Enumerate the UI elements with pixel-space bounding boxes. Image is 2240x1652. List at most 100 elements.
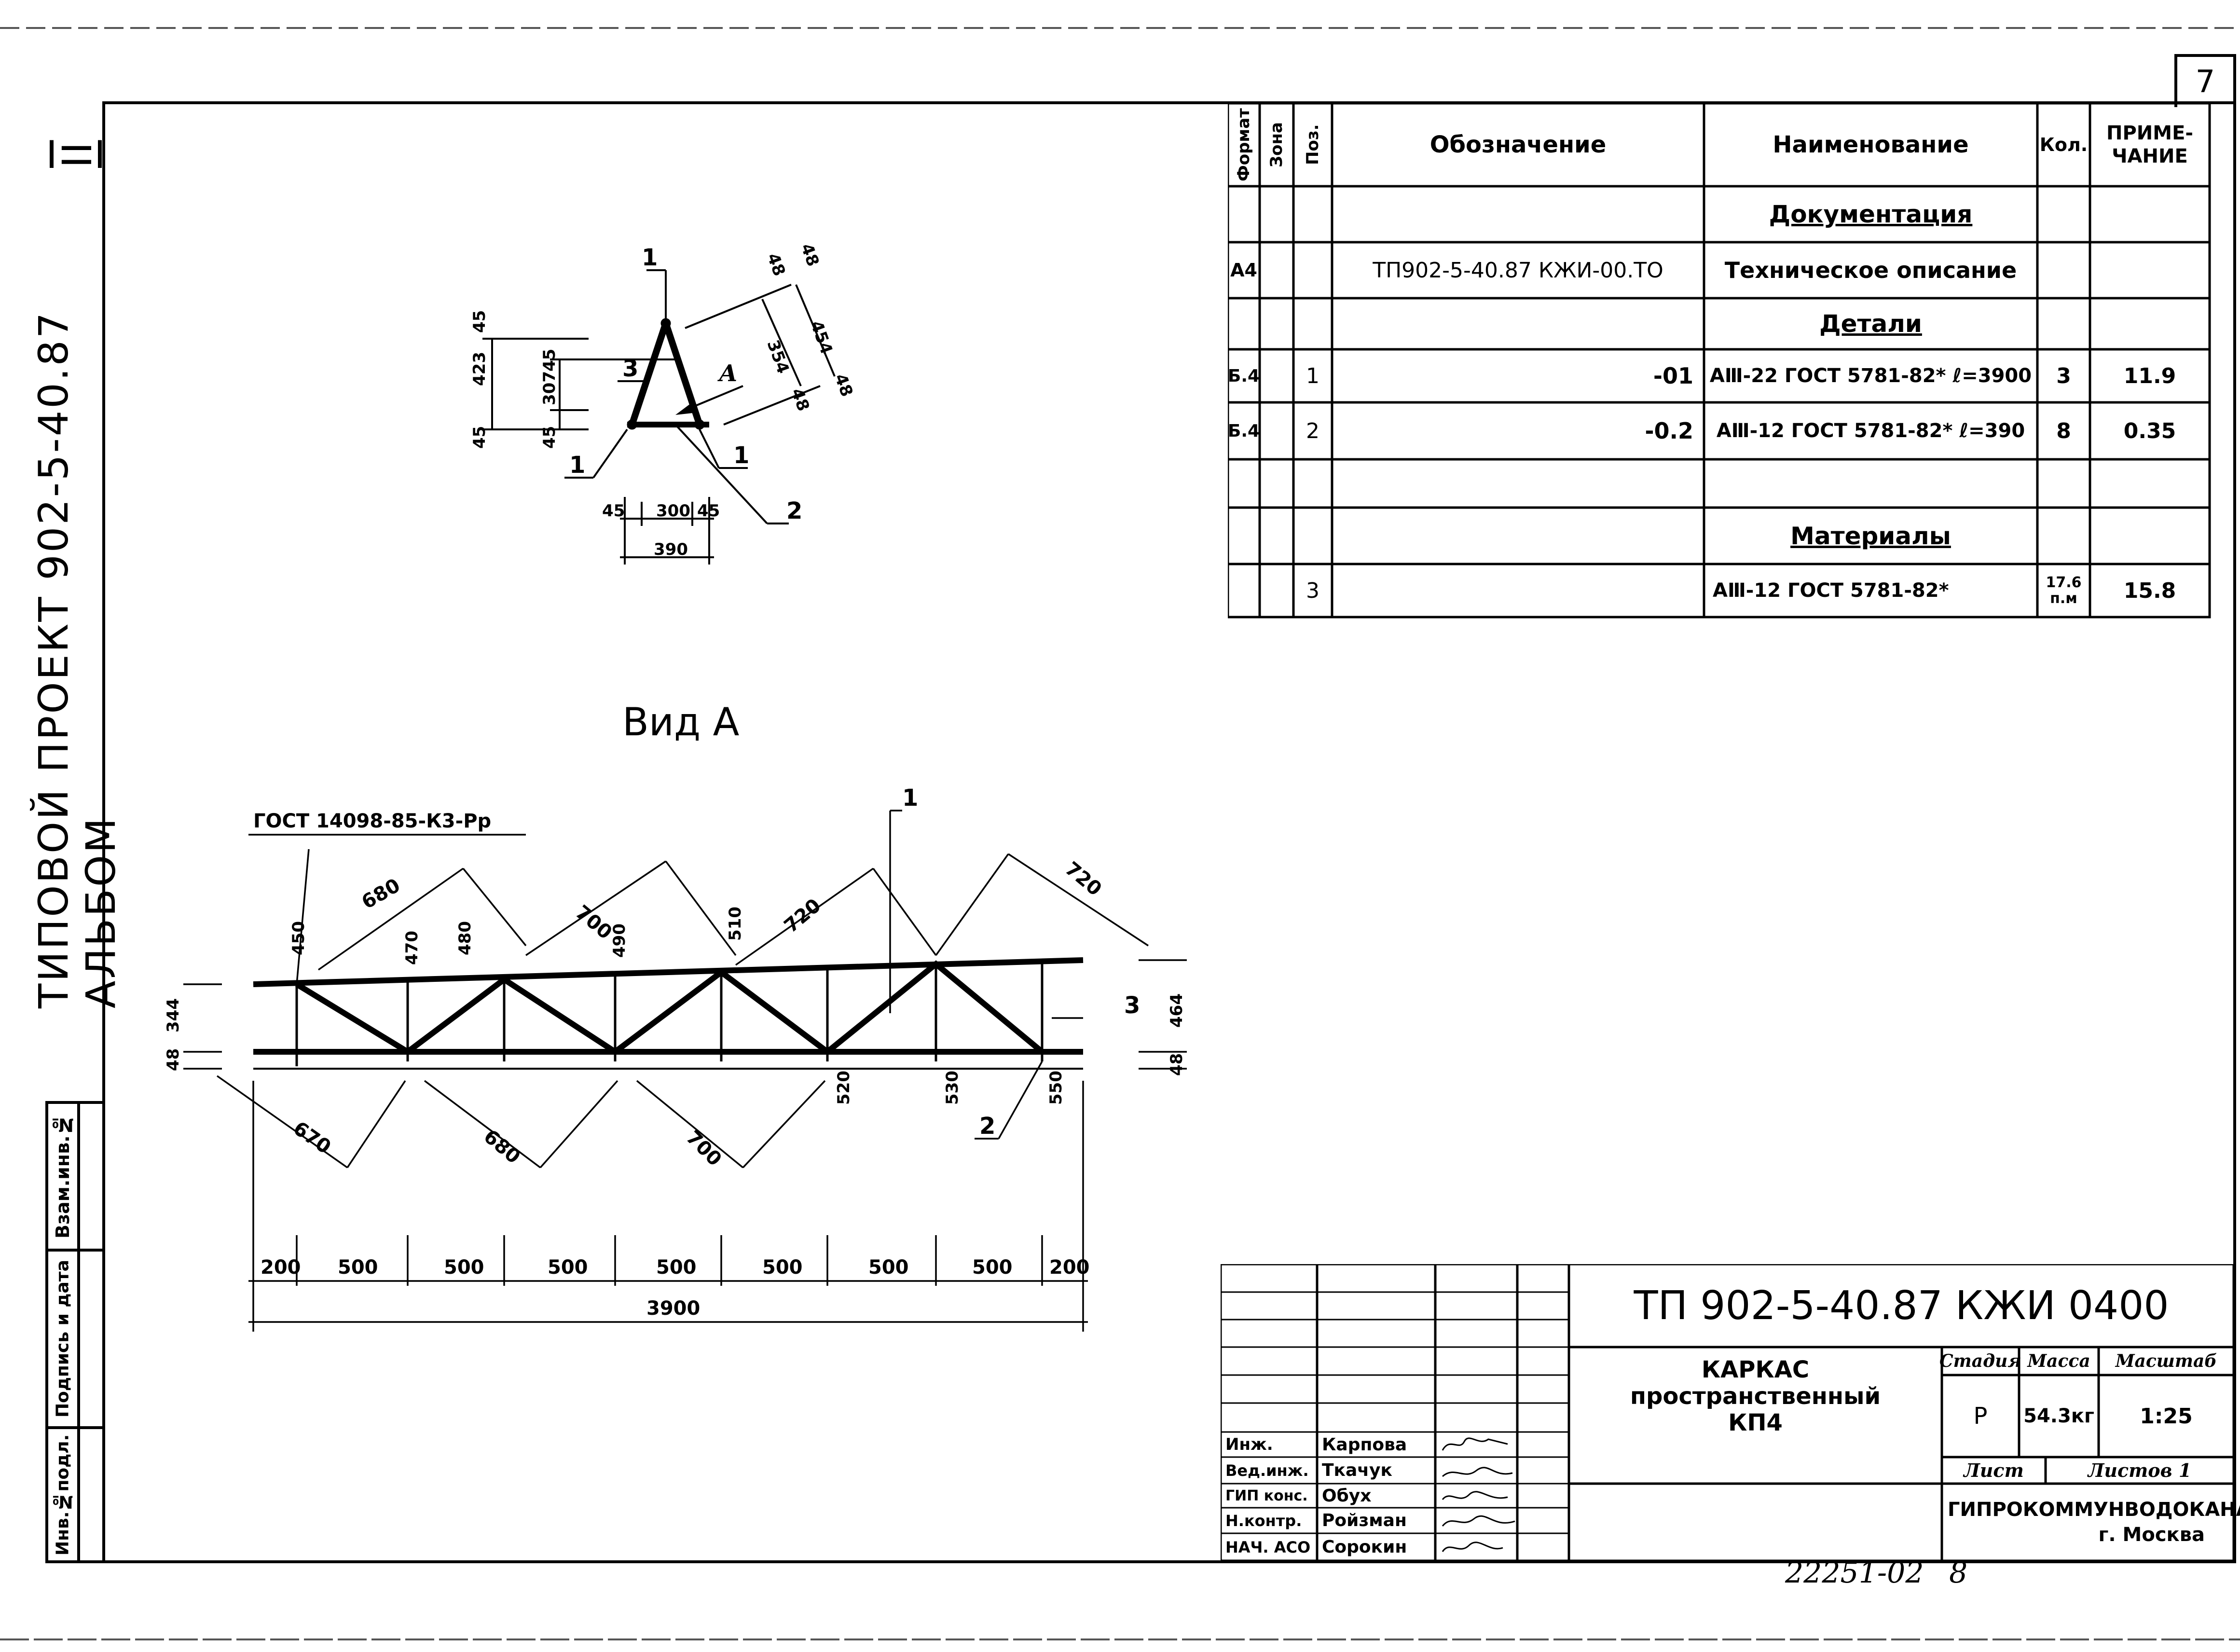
left-dim-344: 344	[164, 998, 183, 1032]
spacing-500: 500	[762, 1256, 803, 1279]
row-format: Б.4	[1227, 421, 1260, 441]
object-name: КАРКАС пространственный КП4	[1569, 1347, 1942, 1484]
header-zone: Зона	[1267, 122, 1286, 167]
signatures	[1442, 1437, 1515, 1552]
stamp-inv-no: Инв.№подл.	[53, 1434, 73, 1556]
object-line-2: пространственный	[1630, 1383, 1881, 1410]
post-480: 480	[455, 921, 475, 955]
pos-1-left: 1	[569, 452, 585, 479]
view-title: Вид А	[622, 700, 740, 744]
diag-bottom-3: 700	[682, 1127, 726, 1171]
pos-3: 3	[622, 355, 638, 382]
spacing-500: 500	[548, 1256, 588, 1279]
row-note: 0.35	[2123, 418, 2176, 443]
footer-page: 8	[1949, 1556, 1968, 1590]
overall-length: 3900	[646, 1297, 700, 1320]
row-qty: 8	[2056, 418, 2071, 443]
role: Инж.	[1225, 1435, 1273, 1454]
cross-section-drawing: 45 423 45 307 45 45 48 48 354 454 48 48 …	[470, 241, 856, 564]
sheets-label: Листов 1	[2088, 1459, 2192, 1481]
elevation-drawing: ГОСТ 14098-85-К3-Рр 680 700 720 720 670 …	[164, 785, 1187, 1332]
dim-45: 45	[540, 349, 559, 372]
scale-value: 1:25	[2140, 1404, 2193, 1429]
person-name: Карпова	[1322, 1434, 1407, 1455]
diag-top-4: 720	[1061, 857, 1106, 900]
role: Вед.инж.	[1225, 1461, 1309, 1480]
section-materials: Материалы	[1790, 522, 1951, 550]
post-530: 530	[943, 1071, 962, 1105]
pos-2: 2	[786, 497, 802, 524]
row-name: АⅢ-22 ГОСТ 5781-82* ℓ=3900	[1709, 365, 2032, 387]
row-designation: -0.2	[1645, 418, 1693, 444]
post-470: 470	[402, 931, 422, 965]
object-line-1: КАРКАС	[1701, 1356, 1810, 1383]
stamp-replace-inv: Взам.инв.№	[52, 1114, 73, 1239]
row-note: 11.9	[2123, 363, 2176, 388]
title-block: ТП 902-5-40.87 КЖИ 0400 КАРКАС пространс…	[1221, 1264, 2240, 1563]
left-dim-48: 48	[164, 1048, 183, 1071]
row-pos: 3	[1306, 578, 1319, 603]
album-number: II	[54, 140, 101, 168]
drawing-code: ТП 902-5-40.87 КЖИ 0400	[1634, 1282, 2169, 1329]
dim-45-top: 45	[470, 310, 489, 333]
drawing-frame	[102, 101, 2236, 1563]
spacing-200-right: 200	[1049, 1256, 1090, 1279]
spacing-200-left: 200	[261, 1256, 301, 1279]
post-520: 520	[834, 1071, 853, 1105]
row-qty: 17.6 п.м	[2046, 574, 2082, 607]
row-name: АⅢ-12 ГОСТ 5781-82* ℓ=390	[1716, 420, 2025, 442]
header-pos: Поз.	[1303, 124, 1322, 165]
org-name: ГИПРОКОММУНВОДОКАНАЛ	[1948, 1499, 2240, 1521]
org-city: г. Москва	[2098, 1524, 2205, 1546]
scale-label: Масштаб	[2115, 1351, 2217, 1371]
person-name: Обух	[1322, 1486, 1372, 1506]
post-490: 490	[610, 923, 629, 958]
role: НАЧ. АСО	[1225, 1538, 1311, 1556]
person-name: Сорокин	[1322, 1537, 1407, 1557]
weld-note: ГОСТ 14098-85-К3-Рр	[253, 810, 491, 832]
view-a-mark: А	[717, 360, 738, 387]
dim-45-inner: 45	[540, 426, 559, 449]
row-designation: -01	[1653, 363, 1693, 389]
sheet-label: Лист	[1964, 1459, 2024, 1481]
dim-390: 390	[654, 540, 688, 559]
diag-top-3: 720	[780, 895, 825, 937]
header-qty: Кол.	[2039, 134, 2088, 155]
sheet-number: 7	[2195, 64, 2215, 100]
person-name: Ройзман	[1322, 1511, 1407, 1530]
elev-pos-1: 1	[902, 785, 918, 812]
post-550: 550	[1046, 1071, 1066, 1105]
stamp-sign-date: Подпись и дата	[53, 1260, 73, 1418]
dim-300: 300	[656, 501, 690, 521]
dim-45-w1: 45	[602, 501, 625, 521]
mass-label: Масса	[2027, 1351, 2090, 1371]
organization: ГИПРОКОММУНВОДОКАНАЛ г. Москва	[1942, 1484, 2240, 1561]
pos-1-right: 1	[733, 442, 749, 469]
stage-label: Стадия	[1939, 1351, 2021, 1371]
person-name: Ткачук	[1322, 1460, 1392, 1480]
title-block-grid	[1221, 1264, 2235, 1562]
spacing-500: 500	[656, 1256, 697, 1279]
elev-pos-3: 3	[1124, 992, 1140, 1019]
dim-48-b: 48	[797, 241, 823, 269]
mass-value: 54.3кг	[2023, 1405, 2094, 1427]
diag-bottom-1: 670	[289, 1117, 335, 1159]
row-qty: 3	[2056, 363, 2071, 388]
header-designation: Обозначение	[1429, 131, 1607, 158]
header-format: Формат	[1234, 108, 1253, 181]
specification-table: Формат Зона Поз. Обозначение Наименовани…	[1228, 103, 2212, 620]
post-510: 510	[726, 907, 745, 941]
spacing-500: 500	[444, 1256, 484, 1279]
elev-pos-2: 2	[979, 1113, 995, 1140]
row-pos: 1	[1306, 363, 1319, 388]
row-format: Б.4	[1227, 366, 1260, 386]
left-stamp: Взам.инв.№ Подпись и дата Инв.№подл.	[45, 1101, 105, 1563]
stage-value: Р	[1973, 1403, 1988, 1430]
spacing-500: 500	[868, 1256, 909, 1279]
right-dim-48: 48	[1167, 1053, 1186, 1076]
side-title-text: ТИПОВОЙ ПРОЕКТ 902-5-40.87 АЛЬБОМ	[30, 310, 124, 1008]
section-details: Детали	[1819, 310, 1922, 338]
row-name: Техническое описание	[1724, 257, 2017, 283]
dim-423: 423	[470, 352, 489, 386]
